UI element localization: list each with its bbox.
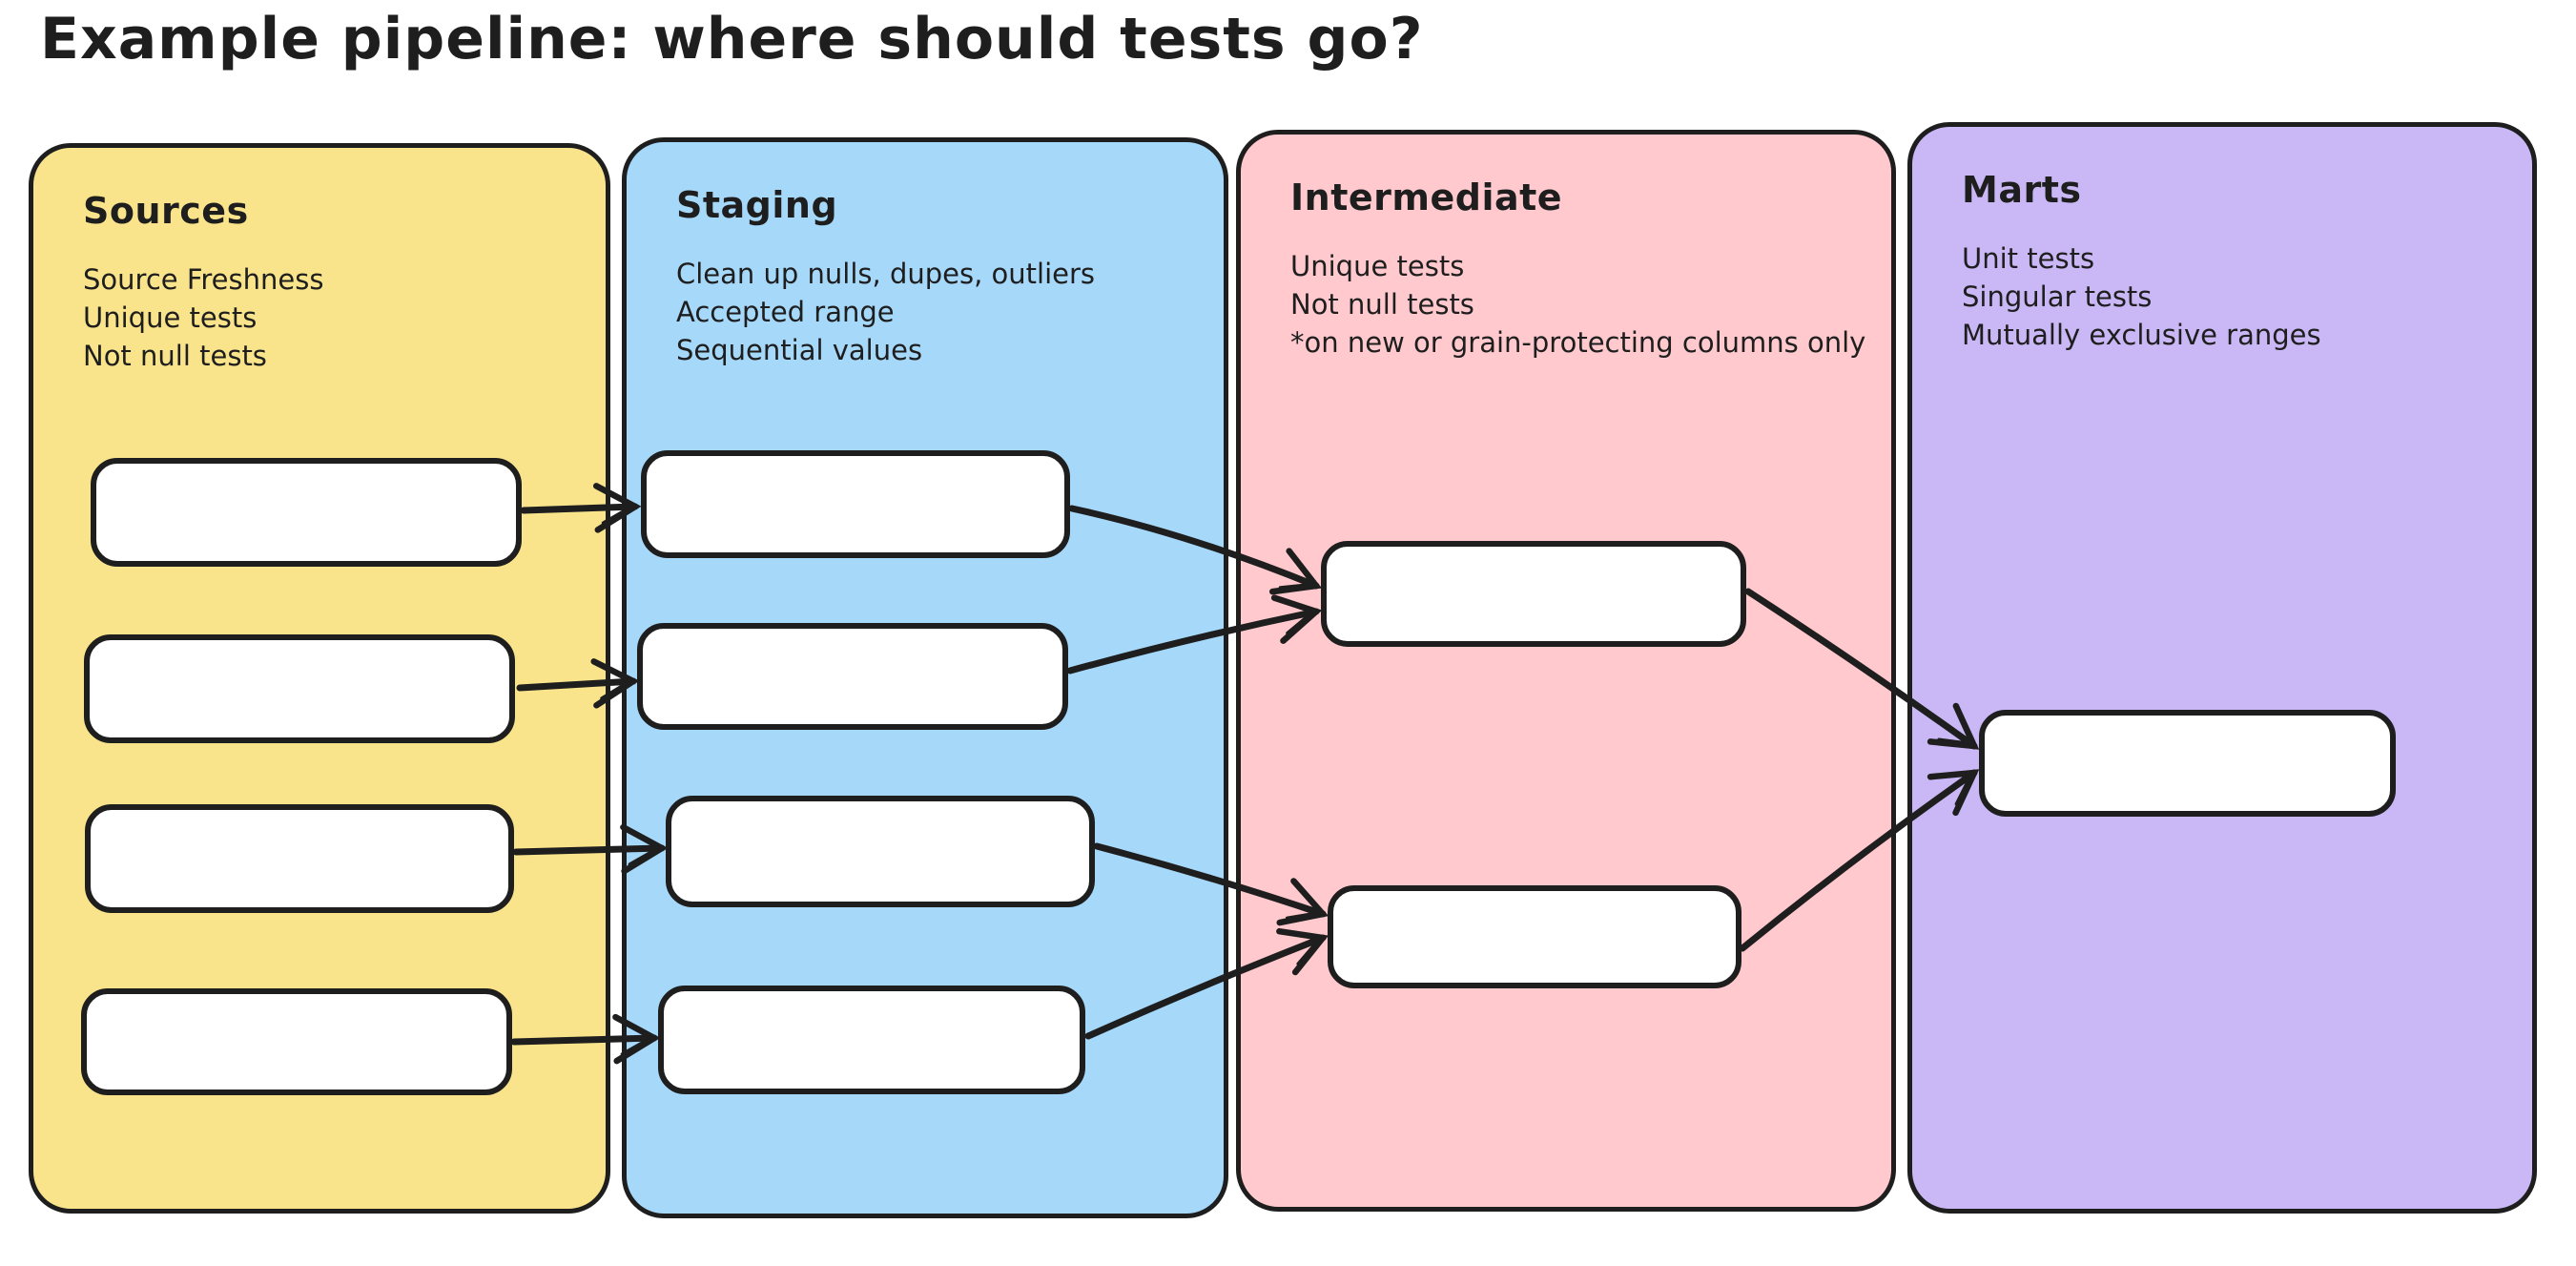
column-staging-notes: Clean up nulls, dupes, outliers Accepted… [676, 255, 1195, 369]
sources-node-1 [91, 458, 522, 567]
column-sources-title: Sources [83, 190, 249, 232]
staging-node-3 [666, 796, 1095, 907]
sources-node-4 [81, 988, 512, 1095]
note-line: Clean up nulls, dupes, outliers [676, 258, 1096, 290]
note-line: Sequential values [676, 334, 923, 366]
column-marts-notes: Unit tests Singular tests Mutually exclu… [1962, 239, 2504, 354]
column-sources-notes: Source Freshness Unique tests Not null t… [83, 260, 577, 375]
column-marts-title: Marts [1962, 169, 2082, 211]
note-line: Unique tests [1290, 250, 1465, 282]
intermediate-node-2 [1328, 885, 1741, 988]
column-marts: Marts Unit tests Singular tests Mutually… [1907, 122, 2537, 1214]
note-line: Accepted range [676, 296, 895, 328]
note-line: Singular tests [1962, 280, 2153, 313]
note-line: Not null tests [83, 340, 267, 372]
note-line: Mutually exclusive ranges [1962, 319, 2321, 351]
staging-node-2 [637, 623, 1068, 730]
intermediate-node-1 [1321, 541, 1746, 647]
marts-node-1 [1979, 710, 2396, 817]
column-staging-title: Staging [676, 184, 838, 226]
note-line: Unit tests [1962, 242, 2095, 275]
note-line: *on new or grain-protecting columns only [1290, 326, 1866, 359]
sources-node-2 [84, 634, 515, 743]
staging-node-4 [658, 986, 1085, 1094]
column-intermediate-notes: Unique tests Not null tests *on new or g… [1290, 247, 1866, 362]
note-line: Not null tests [1290, 288, 1474, 321]
staging-node-1 [641, 450, 1070, 558]
note-line: Unique tests [83, 301, 258, 334]
column-intermediate-title: Intermediate [1290, 176, 1563, 218]
note-line: Source Freshness [83, 263, 324, 296]
column-intermediate: Intermediate Unique tests Not null tests… [1236, 130, 1896, 1212]
page-title: Example pipeline: where should tests go? [40, 6, 1424, 73]
sources-node-3 [85, 804, 514, 913]
